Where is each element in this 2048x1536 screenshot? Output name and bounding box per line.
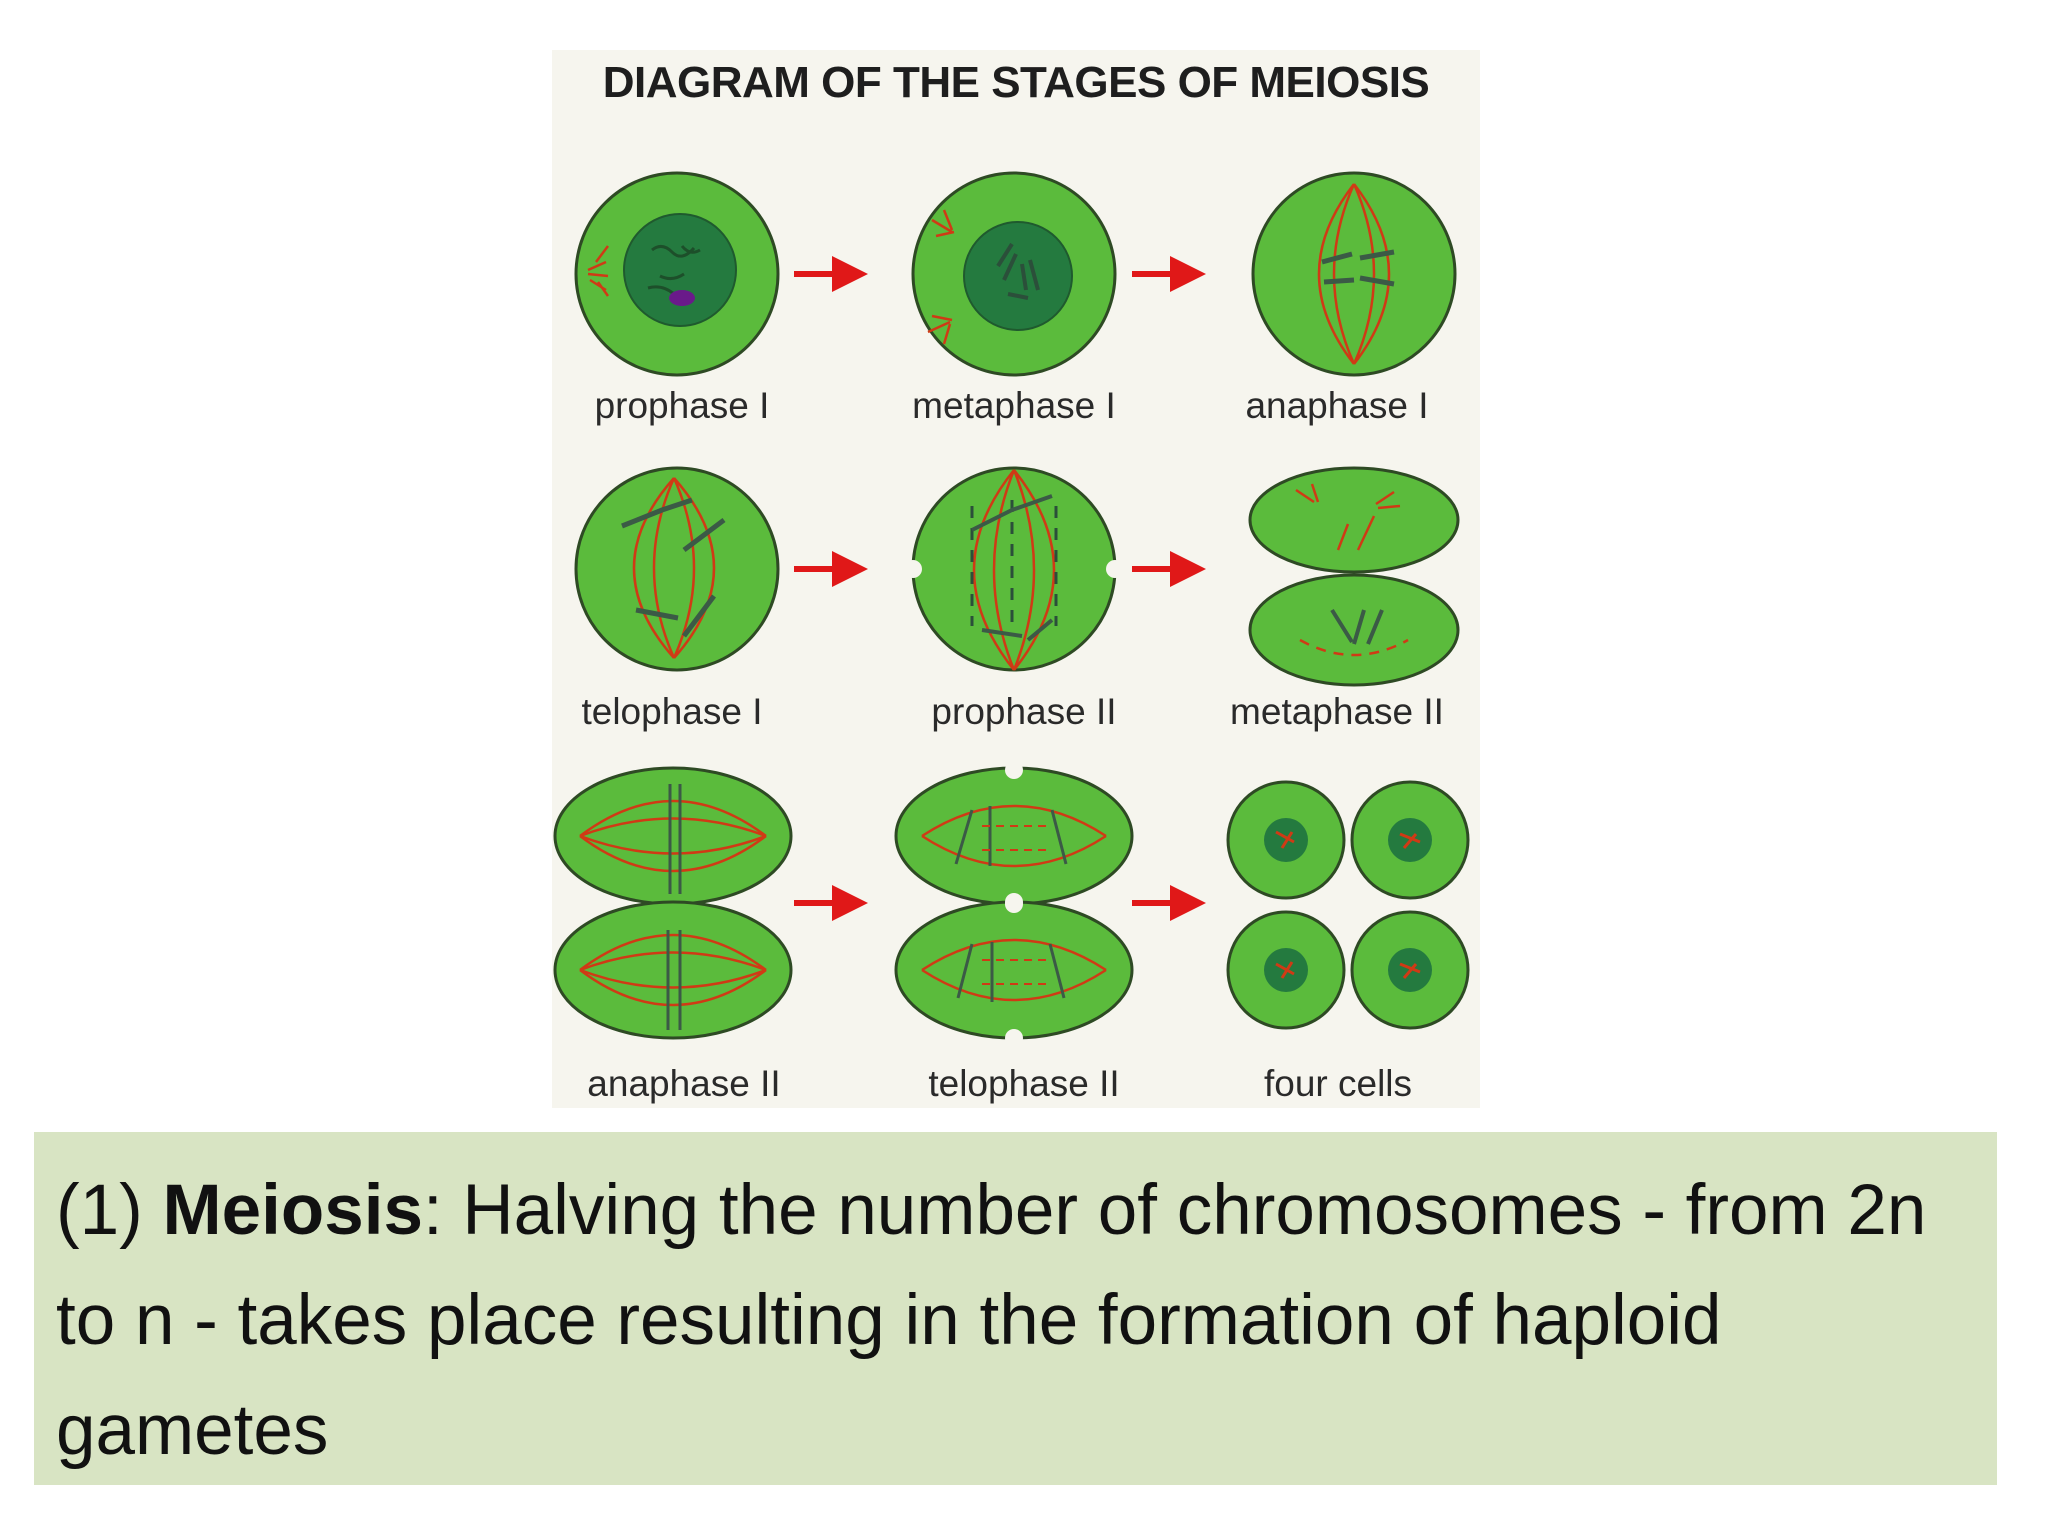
stage-label: four cells [1264, 1063, 1412, 1104]
cell-telophase-2 [894, 761, 1134, 1047]
meiosis-diagram: DIAGRAM OF THE STAGES OF MEIOSIS [552, 50, 1480, 1108]
stage-label: telophase II [928, 1063, 1119, 1104]
cell-prophase-2 [904, 466, 1124, 672]
cell-four-cells [1226, 780, 1470, 1030]
stage-label: anaphase II [587, 1063, 780, 1104]
stage-label: prophase I [595, 385, 770, 426]
cell-anaphase-1 [1251, 171, 1457, 377]
cell-anaphase-2 [553, 766, 793, 1040]
stage-label: anaphase I [1245, 385, 1428, 426]
caption-box: (1) Meiosis: Halving the number of chrom… [34, 1132, 1997, 1485]
cell-prophase-1 [574, 171, 780, 377]
stage-label: prophase II [931, 691, 1116, 732]
cell-telophase-1 [574, 466, 780, 672]
caption-text: : Halving the number of chromosomes - fr… [56, 1171, 1927, 1470]
stages-illustration: prophase I metaphase I anaphase I teloph… [553, 171, 1470, 1104]
diagram-title: DIAGRAM OF THE STAGES OF MEIOSIS [602, 58, 1430, 107]
stage-label: metaphase II [1230, 691, 1444, 732]
cell-metaphase-2 [1248, 466, 1460, 687]
cell-metaphase-1 [911, 171, 1117, 377]
stage-label: telophase I [581, 691, 762, 732]
caption-prefix: (1) [56, 1171, 163, 1250]
stage-label: metaphase I [912, 385, 1116, 426]
caption-term: Meiosis [162, 1171, 423, 1250]
